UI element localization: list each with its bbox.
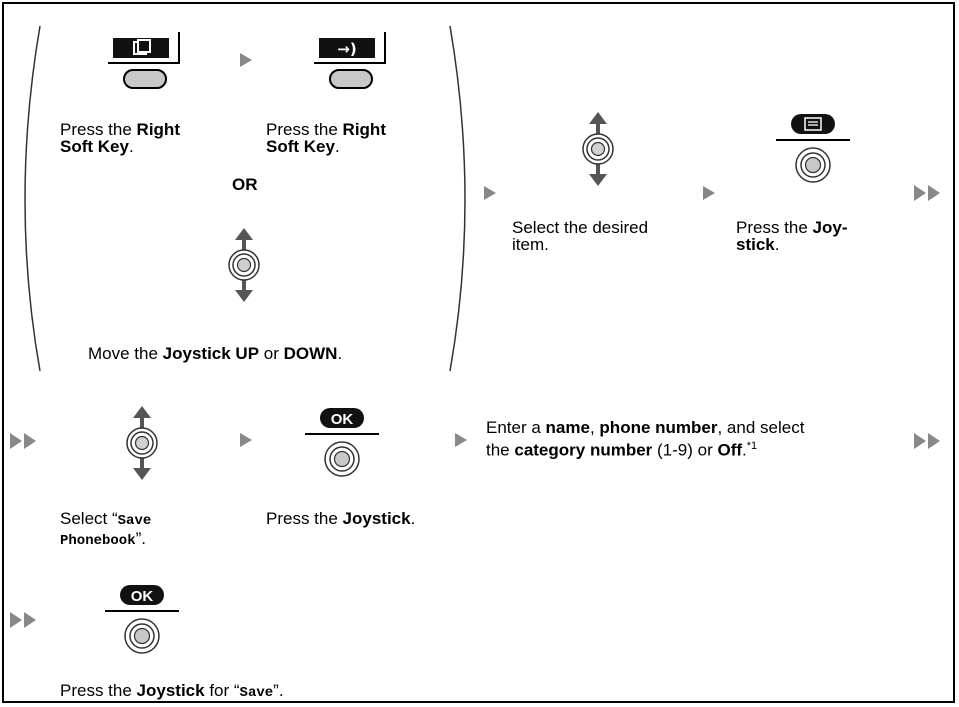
arrow-right-icon xyxy=(703,186,717,205)
left-parenthesis xyxy=(24,25,41,372)
double-arrow-icon xyxy=(914,433,944,454)
step1-text-b: Press the Right Soft Key. xyxy=(266,120,386,156)
arrow-right-icon xyxy=(455,433,469,452)
arrow-right-icon xyxy=(484,186,498,205)
svg-text:OK: OK xyxy=(131,588,154,605)
press-joystick-save-text: Press the Joystick for “Save”. xyxy=(60,681,284,701)
joystick-menu-press-icon xyxy=(775,112,851,193)
svg-text:OK: OK xyxy=(331,411,354,428)
ok-joystick-press-icon: OK xyxy=(304,406,380,487)
svg-text:→): →) xyxy=(337,40,356,58)
right-parenthesis xyxy=(449,25,466,372)
double-arrow-icon xyxy=(10,612,40,633)
double-arrow-icon xyxy=(914,185,944,206)
joystick-up-down-icon xyxy=(224,226,264,311)
joystick-up-down-icon xyxy=(122,404,162,489)
move-joystick-text: Move the Joystick UP or DOWN. xyxy=(88,344,343,363)
step1-text-a: Press the Right Soft Key. xyxy=(60,120,180,156)
joystick-up-down-icon xyxy=(578,110,618,195)
arrow-right-icon xyxy=(240,433,254,452)
right-soft-key-transfer-icon: →) xyxy=(314,30,394,105)
ok-joystick-press-icon: OK xyxy=(104,583,180,664)
select-save-text: Select “Save Phonebook”. xyxy=(60,509,152,549)
arrow-right-icon xyxy=(240,53,254,72)
double-arrow-icon xyxy=(10,433,40,454)
enter-info-text: Enter a name, phone number, and select t… xyxy=(486,418,805,460)
or-label: OR xyxy=(232,175,258,194)
right-soft-key-icon xyxy=(108,30,188,105)
footnote-ref: *1 xyxy=(746,440,758,452)
press-joystick-text: Press the Joystick. xyxy=(266,509,416,528)
select-item-text: Select the desired item. xyxy=(512,218,649,254)
press-joystick-text: Press the Joy- stick. xyxy=(736,218,848,254)
